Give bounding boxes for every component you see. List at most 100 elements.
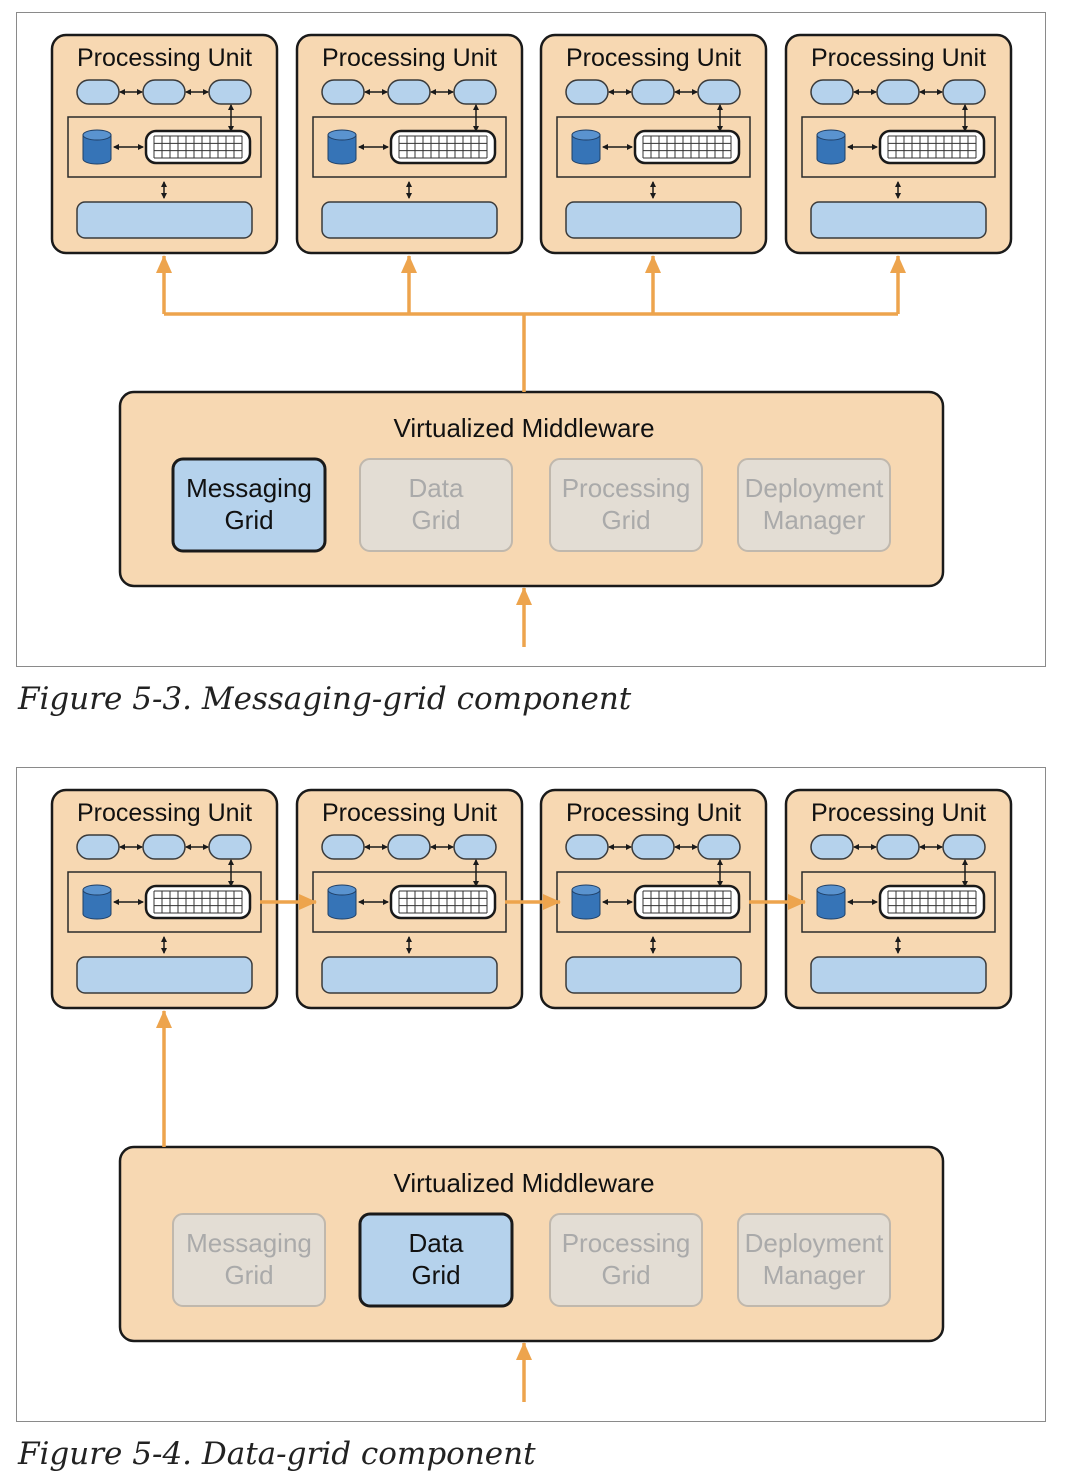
component-pill	[810, 834, 854, 860]
component-pill	[942, 834, 986, 860]
middleware-title: Virtualized Middleware	[393, 1168, 654, 1198]
grid-icon	[878, 129, 986, 165]
processing-unit: Processing Unit	[50, 33, 279, 255]
database-icon	[571, 134, 601, 165]
middleware-component	[737, 458, 891, 552]
data-cache-box	[312, 116, 507, 178]
middleware-component	[172, 1213, 326, 1307]
data-cache-box	[801, 116, 996, 178]
middleware-component	[359, 458, 513, 552]
component-label-line2: Manager	[763, 1260, 866, 1290]
figure-5-3-caption: Figure 5-3. Messaging-grid component	[18, 681, 632, 717]
database-icon-top	[816, 884, 846, 896]
component-label-line2: Manager	[763, 505, 866, 535]
component-pill	[76, 834, 120, 860]
middleware-component	[549, 458, 703, 552]
processing-unit: Processing Unit	[784, 788, 1013, 1010]
grid-icon	[633, 884, 741, 920]
database-icon	[82, 889, 112, 920]
processing-unit-title: Processing Unit	[811, 44, 986, 72]
database-icon-top	[571, 884, 601, 896]
processing-unit: Processing Unit	[784, 33, 1013, 255]
middleware-component	[171, 457, 327, 553]
component-pill	[142, 79, 186, 105]
component-label-line2: Grid	[224, 1260, 273, 1290]
database-icon-top	[82, 884, 112, 896]
middleware-component	[358, 1212, 514, 1308]
database-icon	[816, 889, 846, 920]
grid-icon	[633, 129, 741, 165]
processing-unit: Processing Unit	[539, 788, 768, 1010]
component-pill	[208, 834, 252, 860]
component-label-line2: Grid	[224, 505, 273, 535]
processing-unit: Processing Unit	[295, 33, 524, 255]
unit-container-bar	[810, 956, 987, 994]
database-icon-top	[82, 129, 112, 141]
component-pill	[76, 79, 120, 105]
component-label-line2: Grid	[411, 1260, 460, 1290]
database-icon	[327, 134, 357, 165]
unit-container-bar	[565, 201, 742, 239]
processing-unit: Processing Unit	[295, 788, 524, 1010]
component-label-line1: Deployment	[745, 1228, 885, 1258]
processing-unit-title: Processing Unit	[77, 799, 252, 827]
component-pill	[565, 79, 609, 105]
component-label-line1: Data	[409, 473, 464, 503]
processing-unit-title: Processing Unit	[322, 799, 497, 827]
database-icon-top	[571, 129, 601, 141]
database-icon-top	[816, 129, 846, 141]
component-pill	[321, 79, 365, 105]
component-label-line1: Deployment	[745, 473, 885, 503]
database-icon-top	[327, 129, 357, 141]
data-cache-box	[67, 116, 262, 178]
component-pill	[453, 79, 497, 105]
processing-unit-title: Processing Unit	[322, 44, 497, 72]
virtualized-middleware: Virtualized MiddlewareMessagingGridDataG…	[118, 390, 945, 588]
component-label-line2: Grid	[601, 1260, 650, 1290]
component-pill	[876, 834, 920, 860]
component-pill	[942, 79, 986, 105]
component-pill	[387, 834, 431, 860]
component-pill	[321, 834, 365, 860]
grid-icon	[144, 884, 252, 920]
processing-unit-title: Processing Unit	[811, 799, 986, 827]
database-icon	[327, 889, 357, 920]
component-pill	[142, 834, 186, 860]
processing-unit: Processing Unit	[50, 788, 279, 1010]
middleware-component	[737, 1213, 891, 1307]
component-label-line2: Grid	[411, 505, 460, 535]
data-cache-box	[556, 116, 751, 178]
component-label-line2: Grid	[601, 505, 650, 535]
component-pill	[876, 79, 920, 105]
component-pill	[565, 834, 609, 860]
middleware-component	[549, 1213, 703, 1307]
unit-container-bar	[76, 201, 253, 239]
component-pill	[697, 834, 741, 860]
processing-unit-title: Processing Unit	[77, 44, 252, 72]
database-icon-top	[327, 884, 357, 896]
processing-unit-title: Processing Unit	[566, 44, 741, 72]
component-pill	[208, 79, 252, 105]
unit-container-bar	[321, 201, 498, 239]
unit-container-bar	[76, 956, 253, 994]
component-label-line1: Data	[409, 1228, 464, 1258]
database-icon	[571, 889, 601, 920]
processing-unit-title: Processing Unit	[566, 799, 741, 827]
component-label-line1: Messaging	[186, 473, 312, 503]
database-icon	[82, 134, 112, 165]
grid-icon	[144, 129, 252, 165]
unit-container-bar	[321, 956, 498, 994]
component-pill	[631, 834, 675, 860]
figure-5-4-caption: Figure 5-4. Data-grid component	[18, 1436, 536, 1472]
component-label-line1: Processing	[562, 1228, 691, 1258]
virtualized-middleware: Virtualized MiddlewareMessagingGridDataG…	[118, 1145, 945, 1343]
unit-container-bar	[565, 956, 742, 994]
component-pill	[631, 79, 675, 105]
grid-icon	[878, 884, 986, 920]
component-label-line1: Messaging	[186, 1228, 312, 1258]
database-icon	[816, 134, 846, 165]
component-pill	[697, 79, 741, 105]
processing-unit: Processing Unit	[539, 33, 768, 255]
component-label-line1: Processing	[562, 473, 691, 503]
